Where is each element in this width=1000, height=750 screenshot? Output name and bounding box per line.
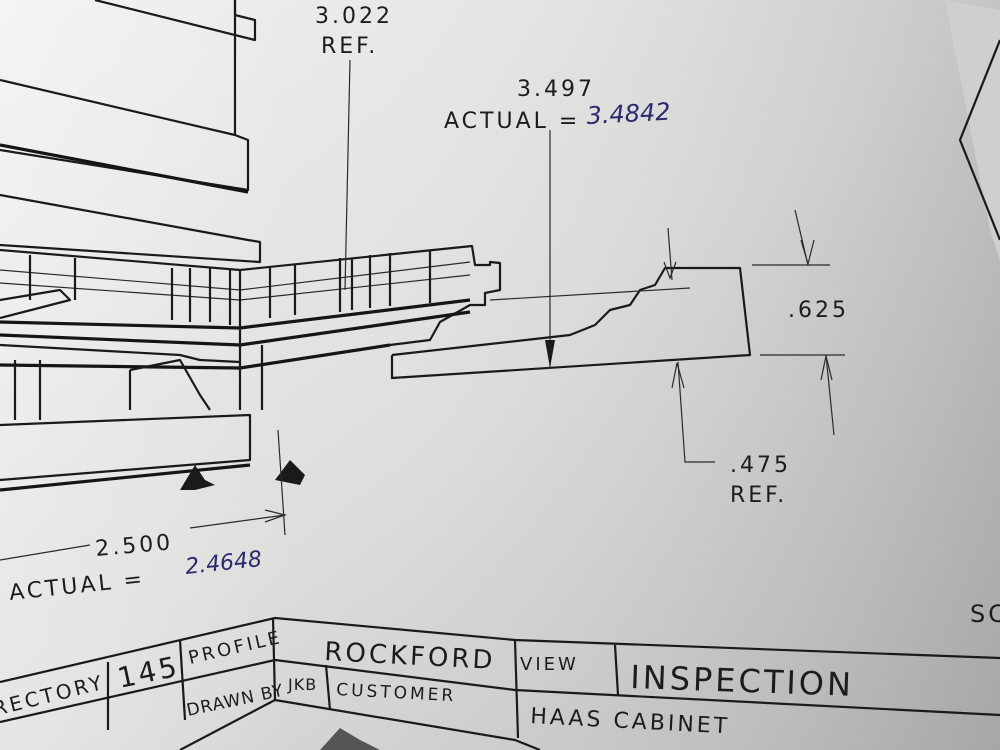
dim-main-actual-handwritten: 3.4842 [586, 98, 671, 130]
drawn-by-value: JKB [287, 675, 317, 694]
paper-fold-right [945, 0, 1000, 260]
dim-ref-top-value: 3.022 [315, 4, 393, 29]
dim-main-nominal: 3.497 [517, 77, 595, 102]
corner-text: SC [970, 600, 1000, 628]
profile-section [390, 266, 752, 380]
title-block [0, 616, 1000, 750]
view-value: INSPECTION [630, 658, 855, 704]
border-line-right [958, 39, 1000, 241]
dim-ref-lower-value: .475 [730, 453, 791, 478]
dim-ref-lower-note: REF. [730, 483, 787, 508]
dimension-lines [0, 59, 845, 561]
dim-main-actual-label: ACTUAL = [444, 109, 580, 134]
profile-drawing [0, 0, 502, 492]
view-label: VIEW [520, 654, 579, 675]
dim-ref-top-note: REF. [321, 34, 378, 59]
dim-step-value: .625 [788, 298, 849, 323]
